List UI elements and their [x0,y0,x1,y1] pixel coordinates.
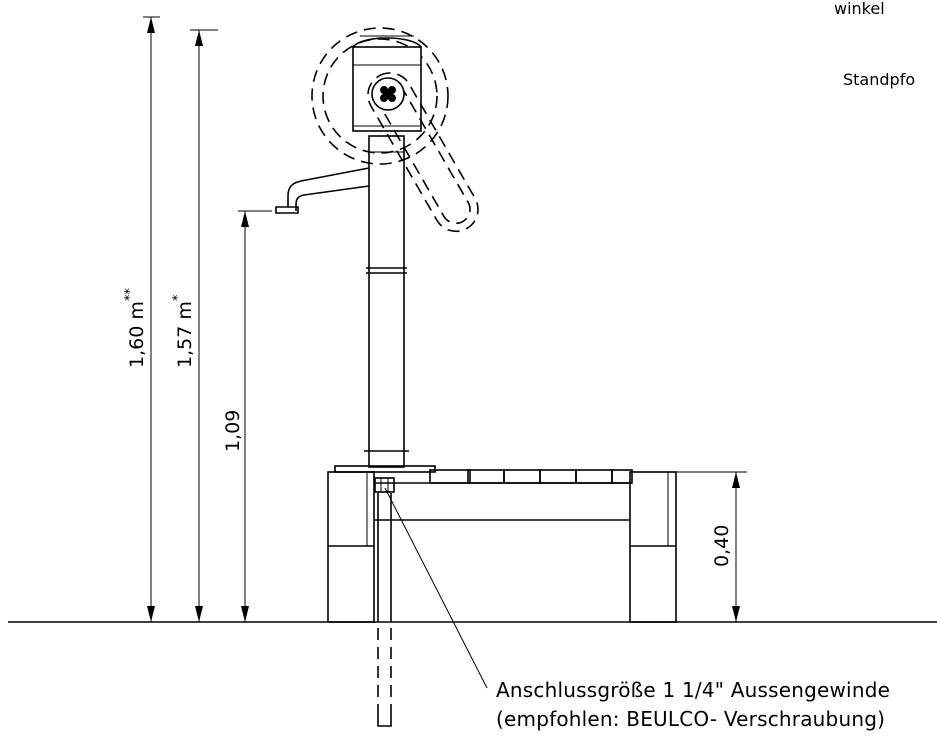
annotation-leader [384,487,488,689]
annotation-line2: (empfohlen: BEULCO- Verschraubung) [496,707,885,731]
pump-column [364,135,409,468]
svg-text:1,60 m**: 1,60 m** [123,288,148,368]
buried-pipe [377,493,392,727]
dimension-spout-height: 1,09 [222,210,272,622]
spout-height-value: 1,09 [222,410,244,452]
annotation-line1: Anschlussgröße 1 1/4" Aussengewinde [496,678,890,702]
total-height-value: 1,60 m [126,301,148,368]
total-height-alt-mark: * [171,294,186,301]
total-height-alt-value: 1,57 m [174,301,196,368]
connection-fitting [374,477,395,493]
dimension-bench-height: 0,40 [675,471,747,622]
bench-height-value: 0,40 [711,525,733,567]
handle-pivot [371,77,405,111]
dimension-total-height: 1,60 m** [123,16,160,622]
bench-base [327,465,677,623]
pump-spout [275,167,370,214]
corner-label-second: Standpfo [843,70,915,89]
dimension-total-height-alt: 1,57 m* [171,29,218,622]
total-height-mark: ** [123,288,138,302]
corner-label-top: winkel [834,0,885,18]
svg-text:1,57 m*: 1,57 m* [171,294,196,368]
